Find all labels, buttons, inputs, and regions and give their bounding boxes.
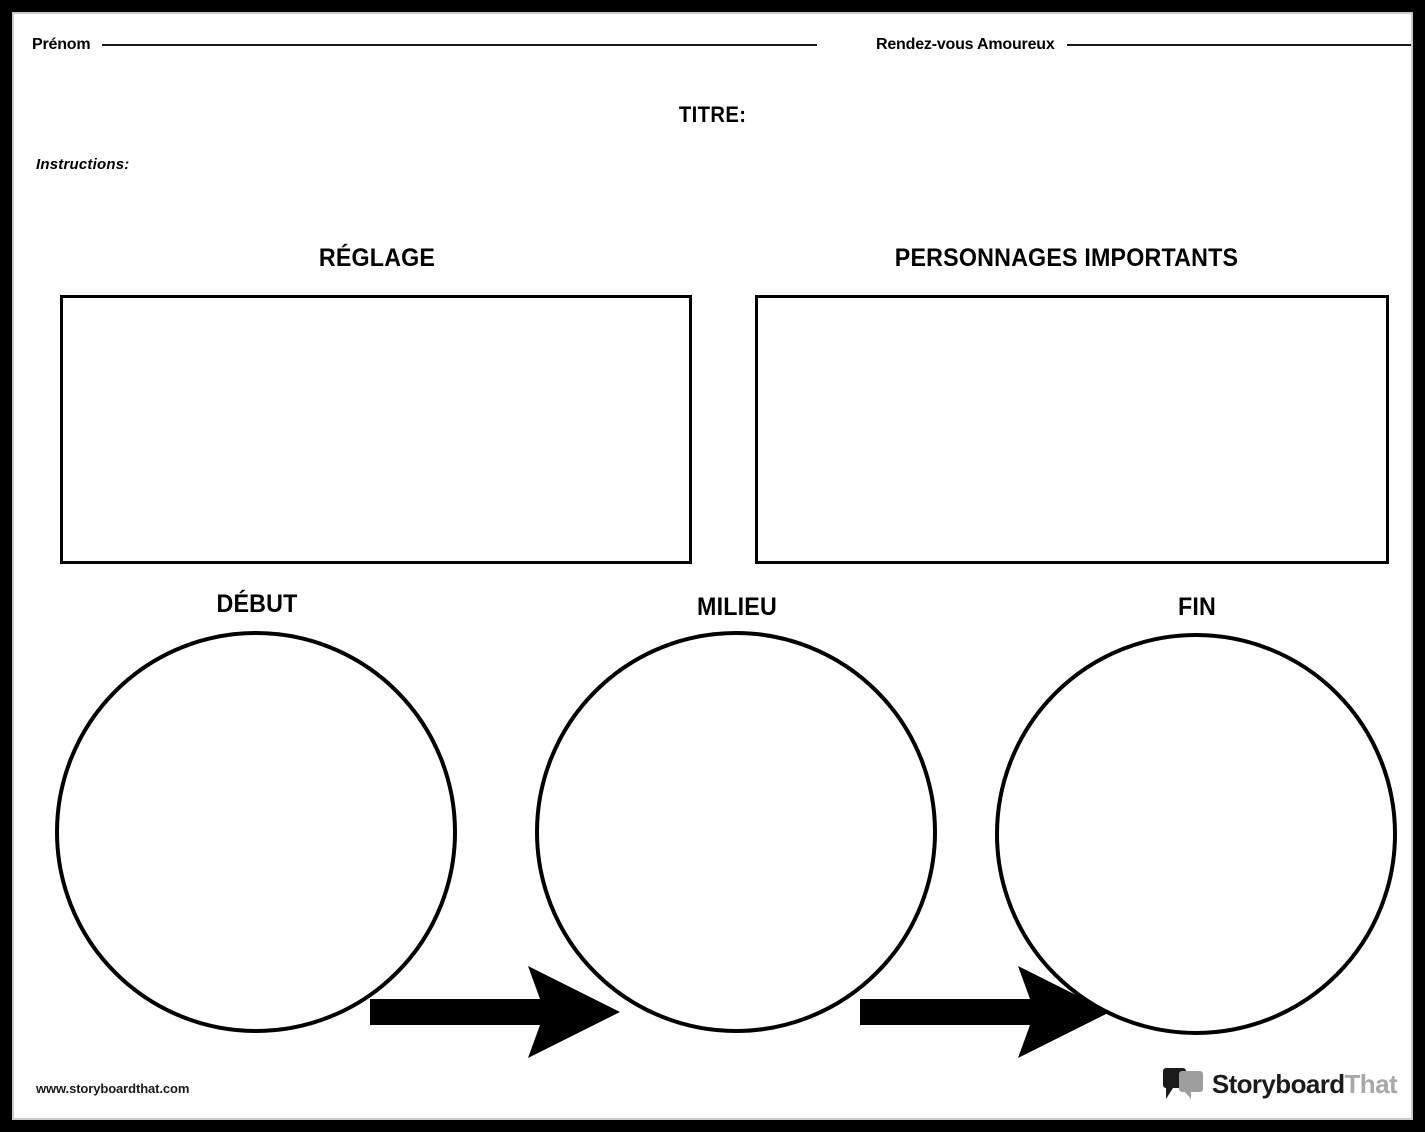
logo-word-storyboard: Storyboard <box>1211 1069 1345 1099</box>
instructions-label: Instructions: <box>36 156 130 173</box>
answer-box-characters[interactable] <box>755 295 1389 564</box>
name-field[interactable]: Prénom <box>32 36 818 70</box>
section-heading-characters: PERSONNAGES IMPORTANTS <box>894 244 1239 272</box>
circle-label-middle: MILIEU <box>697 593 777 621</box>
logo-wordmark: StoryboardThat <box>1211 1069 1398 1099</box>
answer-circle-begin[interactable] <box>55 631 457 1033</box>
answer-circle-end[interactable] <box>995 633 1397 1035</box>
name-field-label: Prénom <box>32 36 91 53</box>
date-field-label: Rendez-vous Amoureux <box>876 36 1055 53</box>
header-field-row: Prénom Rendez-vous Amoureux <box>14 36 1411 70</box>
date-field[interactable]: Rendez-vous Amoureux <box>876 36 1411 70</box>
title-row: TITRE: <box>14 102 1411 128</box>
answer-circle-middle[interactable] <box>535 631 937 1033</box>
logo-word-that: That <box>1344 1069 1398 1099</box>
circle-label-end: FIN <box>1177 593 1217 621</box>
date-field-writing-line[interactable] <box>1066 44 1411 46</box>
storyboardthat-logo[interactable]: StoryboardThat <box>1161 1064 1398 1104</box>
section-heading-setting: RÉGLAGE <box>318 244 436 272</box>
speech-bubble-icon <box>1162 1068 1203 1099</box>
circle-label-begin: DÉBUT <box>216 590 298 618</box>
arrow-right-icon <box>370 966 620 1058</box>
answer-box-setting[interactable] <box>60 295 692 564</box>
worksheet-sheet: Prénom Rendez-vous Amoureux TITRE: Instr… <box>12 12 1413 1120</box>
footer-website-url[interactable]: www.storyboardthat.com <box>36 1081 190 1096</box>
name-field-writing-line[interactable] <box>102 44 818 46</box>
page-title: TITRE: <box>678 102 747 127</box>
arrow-right-icon <box>860 966 1110 1058</box>
